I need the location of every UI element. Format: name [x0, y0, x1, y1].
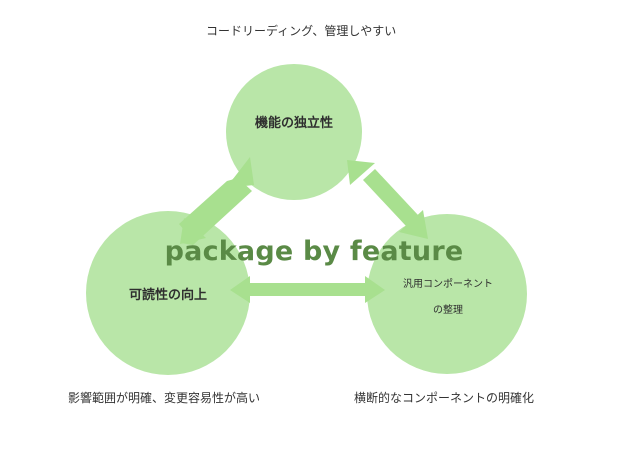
node-circle-left [86, 211, 250, 375]
node-label-right-line1: 汎用コンポーネント [403, 279, 493, 290]
arrowhead-top-right-down [399, 210, 428, 239]
caption-top: コードリーディング、管理しやすい [206, 24, 397, 38]
diagram-title: package by feature [164, 236, 464, 267]
caption-left: 影響範囲が明確、変更容易性が高い [68, 391, 261, 405]
node-label-top: 機能の独立性 [254, 116, 333, 131]
arrowhead-left [230, 276, 250, 303]
node-label-left: 可読性の向上 [128, 288, 207, 303]
arrow-shaft-left-right [246, 283, 370, 296]
arrow-shaft-top-left [188, 178, 246, 232]
node-label-right-line2: の整理 [433, 305, 463, 316]
arrowhead-top-right-up [347, 160, 375, 185]
node-circle-top [226, 64, 362, 200]
arrow-shaft-top-right [363, 169, 418, 226]
node-circle-right [367, 214, 527, 374]
caption-right: 横断的なコンポーネントの明確化 [354, 391, 535, 405]
arrowhead-right [365, 276, 385, 303]
node-label-right: 汎用コンポーネント の整理 [392, 272, 504, 324]
arrowhead-top-left-down [180, 218, 206, 244]
